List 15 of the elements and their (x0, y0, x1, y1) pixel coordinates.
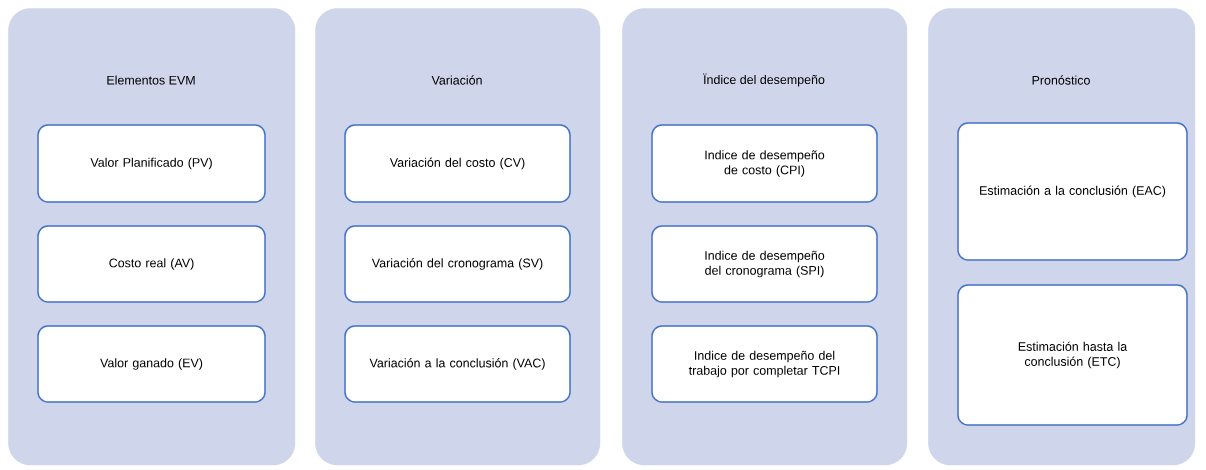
item-box: Valor ganado (EV) (37, 325, 266, 403)
item-box: Variación a la conclusión (VAC) (344, 325, 571, 403)
item-box: Estimación hasta la conclusión (ETC) (957, 284, 1188, 426)
column-heading: Ïndice del desempeño (703, 73, 825, 87)
item-box: Variación del costo (CV) (344, 124, 571, 203)
item-box: Valor Planificado (PV) (37, 124, 266, 203)
item-box: Indice de desempeño del cronograma (SPI) (651, 225, 878, 303)
column-heading: Variación (431, 75, 482, 85)
item-box: Estimación a la conclusión (EAC) (957, 122, 1188, 261)
item-box: Variación del cronograma (SV) (344, 225, 571, 303)
item-box: Costo real (AV) (37, 225, 266, 303)
item-box: Indice de desempeño de costo (CPI) (651, 124, 878, 203)
column-heading: Elementos EVM (107, 75, 195, 85)
column-heading: Pronóstico (1032, 75, 1090, 85)
item-box: Indice de desempeño del trabajo por completar TCPI (651, 325, 878, 403)
